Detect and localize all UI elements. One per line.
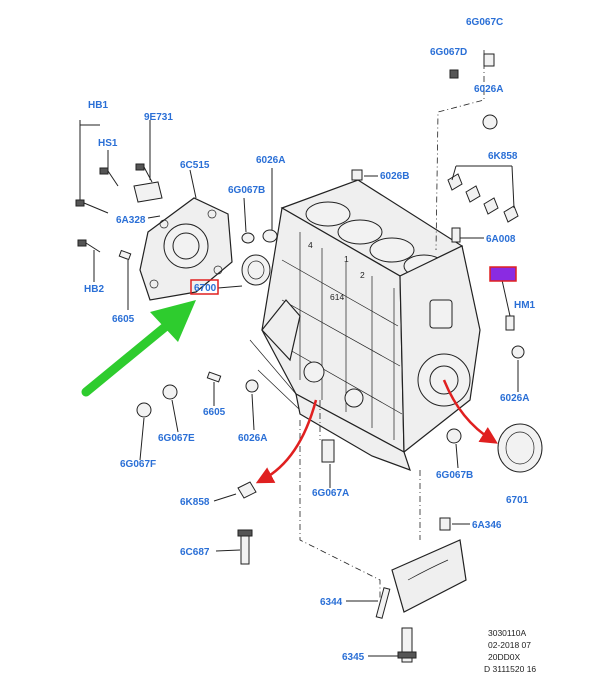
dowel-6a008 (451, 227, 461, 243)
label-6a346[interactable]: 6A346 (472, 520, 502, 531)
label-6k858-right[interactable]: 6K858 (488, 151, 518, 162)
label-6g067e[interactable]: 6G067E (158, 433, 195, 444)
dowel-pin-left (118, 249, 132, 261)
highlight-box-hm1 (489, 266, 517, 282)
label-6a008[interactable]: 6A008 (486, 234, 516, 245)
plug-6g067f (136, 402, 152, 418)
label-6g067b-lower[interactable]: 6G067B (436, 470, 473, 481)
leader-dashed (435, 50, 485, 251)
cylinder-number-4: 4 (308, 240, 313, 250)
cylinder-number-1: 1 (344, 254, 349, 264)
label-6026a-top[interactable]: 6026A (474, 84, 503, 95)
label-6344[interactable]: 6344 (320, 597, 343, 608)
pin-6344 (375, 587, 391, 619)
plug-6g067e (162, 384, 178, 400)
piston-cooling-jets (447, 173, 519, 223)
label-6026a-right[interactable]: 6026A (500, 393, 529, 404)
dowel-pin-mid (206, 371, 222, 383)
label-6g067a[interactable]: 6G067A (312, 488, 349, 499)
rear-oil-seal (241, 254, 271, 286)
label-6k858-low[interactable]: 6K858 (180, 497, 210, 508)
bracket-9e731 (133, 181, 163, 203)
bolts-hb1 (75, 163, 153, 253)
piston-jet-6k858-low (237, 481, 257, 499)
label-6700[interactable]: 6700 (194, 283, 217, 294)
plug-6g067b-lower (446, 428, 462, 444)
reference-line-4: D 3111520 16 (484, 664, 536, 674)
label-6026a-mid[interactable]: 6026A (256, 155, 285, 166)
red-arrow-left (255, 399, 318, 484)
label-6701[interactable]: 6701 (506, 495, 529, 506)
label-6026a-low[interactable]: 6026A (238, 433, 267, 444)
label-hb2[interactable]: HB2 (84, 284, 104, 295)
green-arrow (81, 300, 196, 397)
label-6g067b-upper[interactable]: 6G067B (228, 185, 265, 196)
label-9e731[interactable]: 9E731 (144, 112, 173, 123)
label-hm1[interactable]: HM1 (514, 300, 536, 311)
highlight-box-6700 (190, 279, 219, 295)
reference-line-2: 02-2018 07 (488, 640, 531, 650)
reference-line-3: 20DD0X (488, 652, 520, 662)
hm1-part (505, 315, 515, 331)
plug-6026a-top (482, 114, 498, 130)
label-6g067f[interactable]: 6G067F (120, 459, 156, 470)
label-6026b[interactable]: 6026B (380, 171, 409, 182)
label-6g067d[interactable]: 6G067D (430, 47, 467, 58)
label-hs1[interactable]: HS1 (98, 138, 118, 149)
label-6a328[interactable]: 6A328 (116, 215, 146, 226)
main-bearing-cap (391, 517, 467, 613)
plug-6g067b-upper (241, 232, 255, 244)
reference-block: 3030110A 02-2018 07 20DD0X D 3111520 16 (484, 628, 536, 674)
label-6c687[interactable]: 6C687 (180, 547, 210, 558)
plug-6g067a (321, 439, 335, 463)
oil-pressure-switch-6026b (351, 169, 363, 181)
label-6605-left[interactable]: 6605 (112, 314, 135, 325)
bolt-6345-head (397, 651, 417, 659)
plug-6g067c (483, 53, 495, 67)
plug-6026a-low (245, 379, 259, 393)
plug-6g067d (449, 69, 459, 79)
rear-seal-housing (139, 197, 233, 301)
label-6345[interactable]: 6345 (342, 652, 365, 663)
label-6g067c[interactable]: 6G067C (466, 17, 503, 28)
leader-lines (79, 120, 519, 657)
engine-block (249, 179, 481, 471)
label-6605-mid[interactable]: 6605 (203, 407, 226, 418)
bolt-6c687-head (237, 529, 253, 537)
red-arrow-right (442, 379, 498, 444)
front-oil-seal (497, 423, 543, 473)
label-6c515[interactable]: 6C515 (180, 160, 210, 171)
plug-6026a-right (511, 345, 525, 359)
casting-number: 614 (330, 292, 344, 302)
reference-line-1: 3030110A (488, 628, 526, 638)
cylinder-number-2: 2 (360, 270, 365, 280)
bolt-6345 (401, 627, 413, 663)
label-hb1[interactable]: HB1 (88, 100, 108, 111)
plug-6026a-mid (262, 229, 278, 243)
